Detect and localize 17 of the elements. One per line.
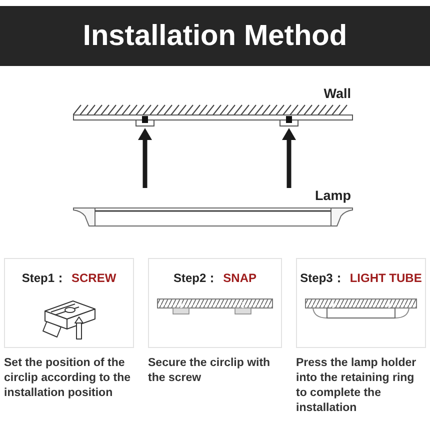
step-label: Step1：: [22, 271, 66, 285]
title: Installation Method: [82, 20, 348, 52]
step-name: SCREW: [72, 271, 116, 285]
wall-label: Wall: [324, 86, 351, 101]
step-label: Step3：: [300, 271, 345, 285]
lamp-label: Lamp: [314, 188, 351, 203]
step-name: LIGHT TUBE: [350, 271, 422, 285]
step-card: [4, 258, 134, 348]
step-card: [148, 258, 282, 348]
step-card: [296, 258, 426, 348]
step-description: Secure the circlip with the screw: [148, 356, 272, 386]
step-description: Press the lamp holder into the retaining ring to complete the installation: [296, 356, 418, 416]
arrow: [138, 128, 152, 188]
step-name: SNAP: [223, 271, 257, 285]
arrow: [282, 128, 296, 188]
step-description: Set the position of the circlip according to the installation position: [4, 356, 132, 401]
step-label: Step2：: [173, 271, 218, 285]
